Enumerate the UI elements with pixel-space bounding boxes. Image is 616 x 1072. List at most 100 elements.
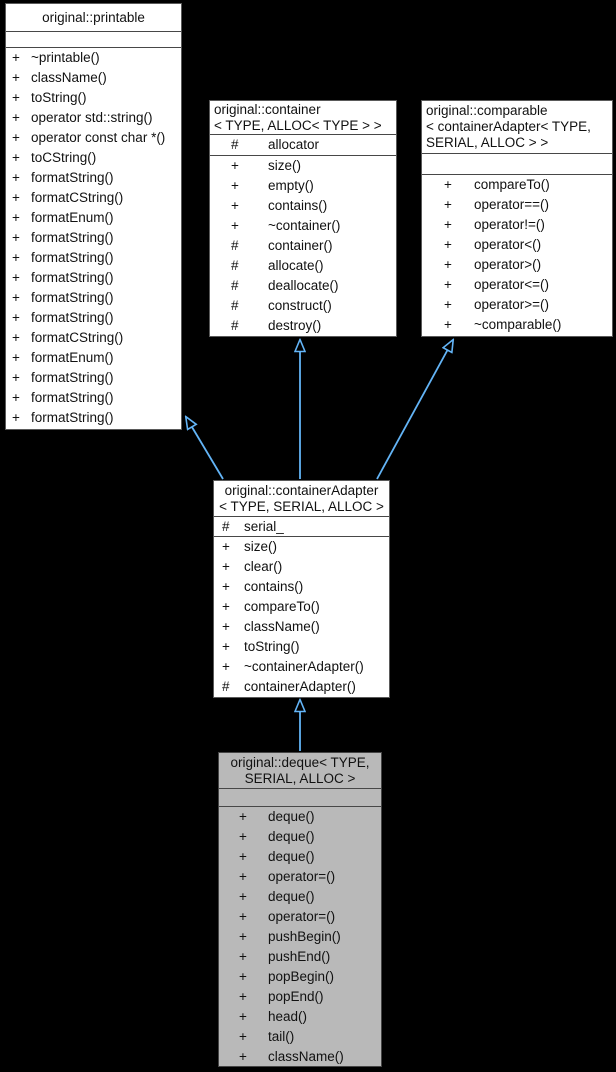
method-row: # allocate()	[210, 256, 396, 276]
method-name: operator>=()	[474, 297, 550, 312]
attributes-section	[422, 154, 612, 175]
visibility-marker: +	[239, 1049, 247, 1064]
visibility-marker: #	[231, 278, 239, 293]
method-row: + formatString()	[6, 308, 181, 328]
method-name: formatString()	[31, 310, 114, 325]
method-row: + ~printable()	[6, 48, 181, 68]
visibility-marker: +	[12, 370, 20, 385]
method-name: operator=()	[268, 909, 336, 924]
class-title: original::containerAdapter < TYPE, SERIA…	[214, 481, 389, 517]
method-name: ~container()	[268, 218, 341, 233]
visibility-marker: +	[222, 539, 230, 554]
method-name: formatString()	[31, 410, 114, 425]
method-name: allocate()	[268, 258, 324, 273]
method-row: + ~container()	[210, 216, 396, 236]
method-row: + tail()	[219, 1027, 381, 1047]
class-title: original::printable	[6, 4, 181, 32]
method-name: className()	[31, 70, 107, 85]
visibility-marker: +	[12, 90, 20, 105]
method-name: operator=()	[268, 869, 336, 884]
inheritance-arrow	[186, 417, 224, 480]
methods-section: + size() + clear() + contains() + compar…	[214, 537, 389, 697]
method-name: contains()	[268, 198, 328, 213]
visibility-marker: +	[239, 809, 247, 824]
visibility-marker: +	[239, 889, 247, 904]
method-row: + compareTo()	[214, 597, 389, 617]
visibility-marker: +	[239, 849, 247, 864]
method-row: + contains()	[214, 577, 389, 597]
visibility-marker: #	[222, 519, 230, 534]
method-row: + toString()	[6, 88, 181, 108]
attribute-row: # serial_	[214, 517, 389, 536]
method-name: operator<()	[474, 237, 542, 252]
method-row: + className()	[219, 1047, 381, 1066]
method-row: + clear()	[214, 557, 389, 577]
method-row: + operator<=()	[422, 275, 612, 295]
method-row: + formatString()	[6, 248, 181, 268]
method-name: empty()	[268, 178, 314, 193]
method-name: compareTo()	[244, 599, 320, 614]
visibility-marker: +	[444, 237, 452, 252]
method-name: operator std::string()	[31, 110, 153, 125]
visibility-marker: +	[12, 170, 20, 185]
method-row: + toCString()	[6, 148, 181, 168]
method-name: pushEnd()	[268, 949, 331, 964]
method-row: # construct()	[210, 296, 396, 316]
method-name: operator!=()	[474, 217, 545, 232]
method-row: + compareTo()	[422, 175, 612, 195]
visibility-marker: +	[231, 198, 239, 213]
visibility-marker: +	[222, 659, 230, 674]
methods-section: + deque() + deque() + deque() + operator…	[219, 807, 381, 1066]
class-node-comparable[interactable]: original::comparable < containerAdapter<…	[421, 100, 613, 337]
method-row: + head()	[219, 1007, 381, 1027]
class-node-printable[interactable]: original::printable + ~printable() + cla…	[5, 3, 182, 430]
visibility-marker: +	[444, 277, 452, 292]
visibility-marker: +	[444, 257, 452, 272]
visibility-marker: +	[12, 70, 20, 85]
method-name: operator>()	[474, 257, 542, 272]
visibility-marker: +	[231, 158, 239, 173]
method-row: + deque()	[219, 847, 381, 867]
method-row: + deque()	[219, 807, 381, 827]
visibility-marker: +	[239, 1009, 247, 1024]
method-name: formatString()	[31, 290, 114, 305]
class-node-containerAdapter[interactable]: original::containerAdapter < TYPE, SERIA…	[213, 480, 390, 698]
method-row: + contains()	[210, 196, 396, 216]
method-row: + formatString()	[6, 268, 181, 288]
visibility-marker: +	[222, 599, 230, 614]
attributes-section	[6, 32, 181, 48]
method-row: + formatString()	[6, 368, 181, 388]
attributes-section	[219, 789, 381, 807]
method-row: + operator==()	[422, 195, 612, 215]
method-name: className()	[244, 619, 320, 634]
method-name: formatString()	[31, 230, 114, 245]
visibility-marker: +	[222, 639, 230, 654]
method-row: # container()	[210, 236, 396, 256]
method-row: + toString()	[214, 637, 389, 657]
method-row: + formatCString()	[6, 188, 181, 208]
method-row: + deque()	[219, 827, 381, 847]
method-name: popEnd()	[268, 989, 324, 1004]
visibility-marker: +	[12, 390, 20, 405]
method-row: + className()	[6, 68, 181, 88]
visibility-marker: #	[231, 238, 239, 253]
visibility-marker: +	[12, 150, 20, 165]
visibility-marker: +	[12, 330, 20, 345]
method-name: head()	[268, 1009, 308, 1024]
class-title: original::container < TYPE, ALLOC< TYPE …	[210, 101, 396, 135]
method-name: formatString()	[31, 270, 114, 285]
method-name: popBegin()	[268, 969, 335, 984]
method-row: + ~containerAdapter()	[214, 657, 389, 677]
method-name: contains()	[244, 579, 304, 594]
method-name: toString()	[244, 639, 300, 654]
method-row: # deallocate()	[210, 276, 396, 296]
attribute-name: serial_	[244, 519, 284, 534]
method-row: + formatString()	[6, 168, 181, 188]
method-name: toString()	[31, 90, 87, 105]
method-name: size()	[244, 539, 277, 554]
method-name: operator<=()	[474, 277, 550, 292]
method-row: + operator=()	[219, 907, 381, 927]
visibility-marker: +	[12, 350, 20, 365]
method-name: formatString()	[31, 250, 114, 265]
class-node-container[interactable]: original::container < TYPE, ALLOC< TYPE …	[209, 100, 397, 337]
